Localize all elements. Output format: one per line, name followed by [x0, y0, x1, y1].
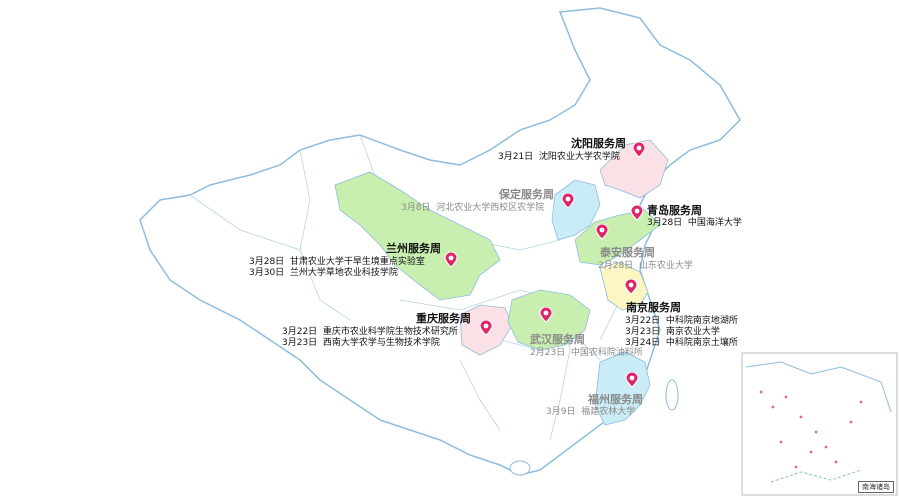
region-jiangsu — [599, 261, 649, 311]
wuhan-event-1: 2月23日 中国农科院油料所 — [530, 348, 643, 358]
nanjing-event-3: 3月24日 中科院南京土壤所 — [625, 338, 738, 348]
nanjing-title: 南京服务周 — [626, 301, 681, 314]
map-pin-icon[interactable] — [624, 371, 640, 388]
region-liaoning — [599, 139, 669, 199]
map-pin-icon[interactable] — [538, 306, 554, 323]
shenyang-event-1: 3月21日 沈阳农业大学农学院 — [498, 152, 620, 162]
south-china-sea-inset: 南海诸岛 — [741, 352, 898, 496]
chongqing-event-2: 3月23日 西南大学农学与生物技术学院 — [282, 338, 440, 348]
baoding-event-1: 3月8日 河北农业大学西校区农学院 — [401, 203, 545, 213]
shenyang-title: 沈阳服务周 — [571, 137, 626, 150]
inset-label: 南海诸岛 — [858, 481, 894, 493]
wuhan-title: 武汉服务周 — [530, 333, 585, 346]
chongqing-title: 重庆服务周 — [416, 312, 471, 325]
hainan-island — [509, 460, 531, 476]
qingdao-event-1: 3月28日 中国海洋大学 — [647, 218, 742, 228]
map-pin-icon[interactable] — [443, 251, 459, 268]
region-shandong — [574, 209, 661, 266]
lanzhou-event-2: 3月30日 兰州大学草地农业科技学院 — [249, 268, 398, 278]
lanzhou-title: 兰州服务周 — [386, 242, 441, 255]
chongqing-event-1: 3月22日 重庆市农业科学院生物技术研究所 — [282, 327, 458, 337]
qingdao-title: 青岛服务周 — [647, 204, 702, 217]
region-hubei — [507, 289, 591, 351]
map-pin-icon[interactable] — [623, 278, 639, 295]
fuzhou-event-1: 3月9日 福建农林大学 — [546, 407, 636, 417]
map-pin-icon[interactable] — [478, 319, 494, 336]
nanjing-event-1: 3月22日 中科院南京地湖所 — [625, 316, 738, 326]
map-pin-icon[interactable] — [560, 192, 576, 209]
map-pin-icon[interactable] — [629, 204, 645, 221]
taiwan-island — [665, 379, 679, 411]
region-gansu — [334, 171, 501, 301]
map-pin-icon[interactable] — [594, 223, 610, 240]
region-fujian — [594, 351, 651, 426]
nanjing-event-2: 3月23日 南京农业大学 — [625, 327, 720, 337]
taian-event-1: 2月28日 山东农业大学 — [598, 261, 693, 271]
map-pin-icon[interactable] — [631, 141, 647, 158]
baoding-title: 保定服务周 — [499, 188, 554, 201]
lanzhou-event-1: 3月28日 甘肃农业大学干旱生境重点实验室 — [249, 257, 425, 267]
fuzhou-title: 福州服务周 — [588, 393, 643, 406]
inset-map — [741, 352, 898, 496]
taian-title: 泰安服务周 — [600, 246, 655, 259]
